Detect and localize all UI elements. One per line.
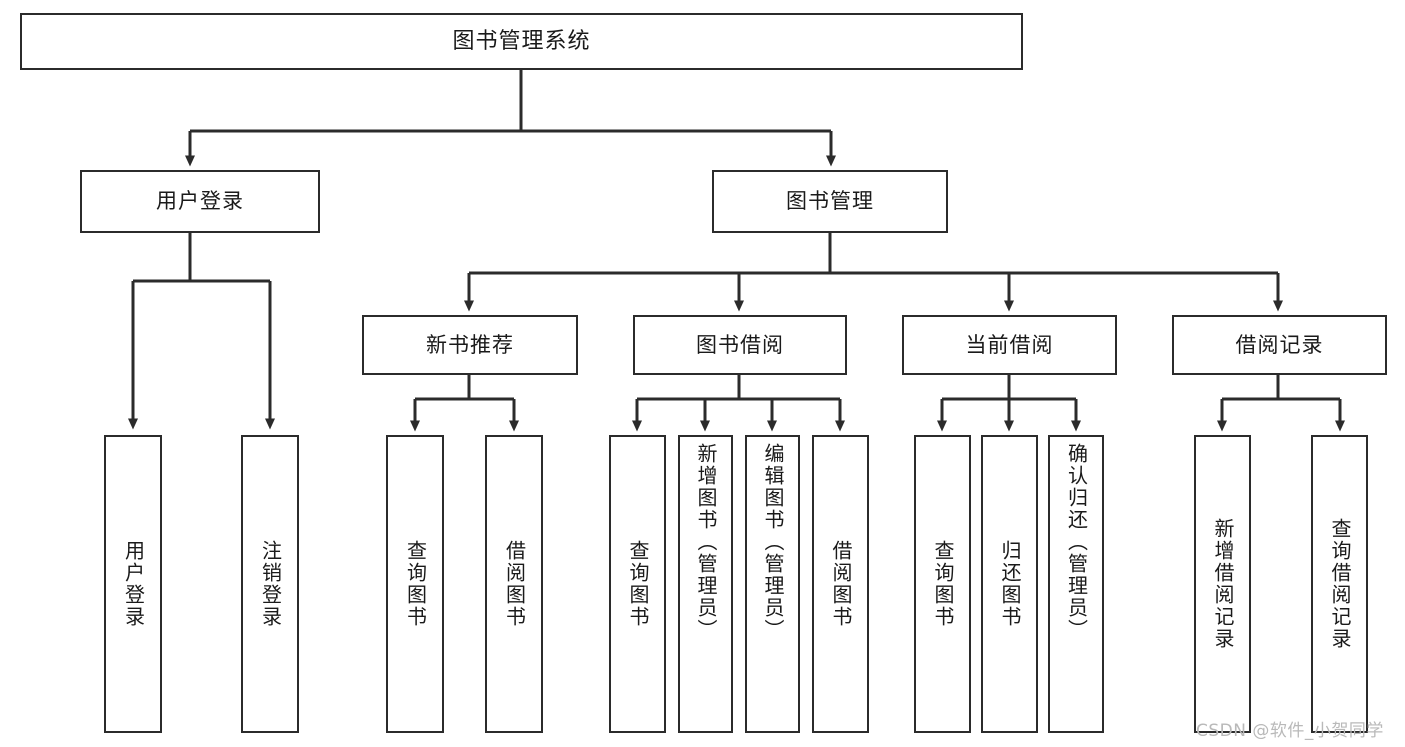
leaf-logout-login[interactable]: 注销登录 — [241, 435, 299, 733]
node-label: 新增借阅记录 — [1211, 518, 1235, 650]
node-label: 查询图书 — [403, 540, 428, 628]
node-label: 用户登录 — [121, 540, 146, 628]
node-label: 图书管理系统 — [452, 28, 591, 54]
leaf-edit-book-admin[interactable]: 编辑图书（管理员） — [745, 435, 800, 733]
node-current-borrow[interactable]: 当前借阅 — [902, 315, 1117, 375]
node-label: 新增图书（管理员） — [694, 443, 718, 641]
node-label: 确认归还（管理员） — [1064, 443, 1089, 641]
leaf-user-login[interactable]: 用户登录 — [104, 435, 162, 733]
node-label: 归还图书 — [998, 540, 1022, 628]
node-label: 查询图书 — [626, 540, 650, 628]
leaf-borrow-book-recommend[interactable]: 借阅图书 — [485, 435, 543, 733]
node-borrow-record[interactable]: 借阅记录 — [1172, 315, 1387, 375]
node-label: 图书借阅 — [696, 332, 784, 357]
leaf-query-book-borrow[interactable]: 查询图书 — [609, 435, 666, 733]
node-label: 新书推荐 — [426, 332, 514, 357]
node-root-book-management-system[interactable]: 图书管理系统 — [20, 13, 1023, 70]
watermark-csdn: CSDN @软件_小贺同学 — [1196, 721, 1384, 741]
node-label: 查询借阅记录 — [1328, 518, 1352, 650]
leaf-return-book[interactable]: 归还图书 — [981, 435, 1038, 733]
node-label: 编辑图书（管理员） — [761, 443, 785, 641]
leaf-borrow-book-borrow[interactable]: 借阅图书 — [812, 435, 869, 733]
node-label: 图书管理 — [786, 189, 874, 213]
node-label: 当前借阅 — [965, 332, 1054, 357]
leaf-query-borrow-record[interactable]: 查询借阅记录 — [1311, 435, 1368, 733]
node-new-book-recommend[interactable]: 新书推荐 — [362, 315, 578, 375]
node-label: 用户登录 — [156, 189, 244, 213]
node-label: 查询图书 — [931, 540, 955, 628]
node-user-login[interactable]: 用户登录 — [80, 170, 320, 233]
leaf-query-book-current[interactable]: 查询图书 — [914, 435, 971, 733]
node-label: 注销登录 — [258, 540, 283, 628]
node-label: 借阅图书 — [829, 540, 853, 628]
leaf-add-book-admin[interactable]: 新增图书（管理员） — [678, 435, 733, 733]
leaf-confirm-return-admin[interactable]: 确认归还（管理员） — [1048, 435, 1104, 733]
node-book-borrow[interactable]: 图书借阅 — [633, 315, 847, 375]
node-book-management[interactable]: 图书管理 — [712, 170, 948, 233]
leaf-query-book-recommend[interactable]: 查询图书 — [386, 435, 444, 733]
node-label: 借阅图书 — [502, 540, 527, 628]
leaf-add-borrow-record[interactable]: 新增借阅记录 — [1194, 435, 1251, 733]
node-label: 借阅记录 — [1235, 332, 1324, 357]
